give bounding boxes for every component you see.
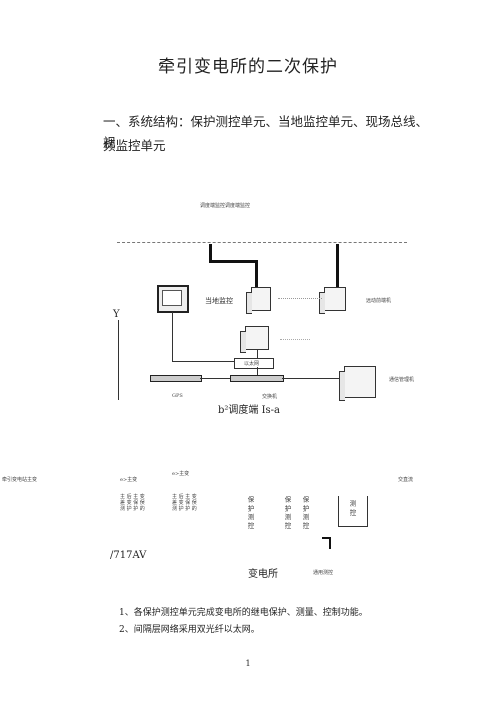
remote-terminal-server: [319, 287, 346, 314]
measure-control-label: 测 控: [348, 500, 356, 516]
switch-bus-segment: [230, 375, 284, 382]
connector-left-top: [209, 244, 212, 262]
monitor-icon: [157, 285, 189, 313]
protection-unit-1: 保 护 测 控: [246, 496, 254, 529]
ethernet-label: 以太网: [244, 361, 260, 367]
connector-left-down: [255, 260, 258, 288]
small-connector-v: [329, 537, 331, 549]
left-side-label: 牵引变电站主变: [2, 477, 38, 483]
section-heading-line1: 一、系统结构：保护测控单元、当地监控单元、现场总线、视: [103, 114, 429, 150]
connector-right-down: [336, 244, 339, 287]
switch-label: 交换机: [262, 394, 278, 400]
bus-link-1: [200, 378, 230, 379]
relay-a-label: 主 后 主 变 差 变 保 俣 测 护 护 的: [120, 494, 145, 512]
note-2: 2、间隔层网络采用双光纤以太网。: [119, 625, 260, 635]
sub-a-label: e>主变: [120, 477, 138, 483]
relay-b-label: 主 后 主 变 差 变 保 俣 测 护 护 的: [172, 494, 197, 512]
page-number: 1: [245, 659, 251, 668]
right-side-label: 交直流: [398, 477, 414, 483]
diagram-top-label: 调度端监控调度端监控: [200, 203, 251, 209]
network-dashed-line: [117, 242, 407, 243]
ethernet-box: [234, 358, 274, 369]
gps-label: GPS: [172, 393, 183, 399]
note-1: 1、各保护测控单元完成变电所的继电保护、测量、控制功能。: [119, 608, 368, 618]
section-heading-line2: 频监控单元: [103, 138, 166, 153]
protection-unit-2: 保 护 测 控: [283, 496, 291, 529]
substation-label: 变电所: [248, 569, 278, 580]
antenna-line: [118, 320, 119, 400]
ethernet-link: [257, 367, 258, 375]
remote-terminal-label: 远动前端机: [366, 298, 392, 304]
connector-left-horizontal: [209, 260, 256, 263]
general-control-label: 通用测控: [313, 570, 334, 576]
antenna-icon: Y: [113, 309, 120, 320]
sub-b-label: e>主变: [172, 471, 190, 477]
comm-manager-label: 通信管理机: [389, 377, 415, 383]
comm-manager: [339, 366, 376, 401]
local-monitor-server: [246, 287, 271, 314]
measure-control-box: 测 控: [338, 496, 368, 527]
protection-unit-3: 保 护 测 控: [301, 496, 309, 529]
bottom-left-label: /717AV: [110, 550, 147, 561]
monitor-line-h: [172, 361, 234, 362]
gps-bus-segment: [150, 375, 202, 382]
dotted-link-2: [280, 339, 310, 341]
dispatch-end-label: b²调度端 Is-a: [218, 405, 281, 416]
monitor-line: [172, 312, 173, 362]
dotted-link: [278, 298, 322, 300]
middle-line: [257, 350, 258, 358]
middle-server: [240, 326, 269, 353]
bus-link-2: [282, 378, 340, 379]
small-connector-h: [322, 537, 330, 539]
page-title: 牵引变电所的二次保护: [158, 57, 338, 77]
local-monitor-label: 当地监控: [205, 297, 233, 305]
